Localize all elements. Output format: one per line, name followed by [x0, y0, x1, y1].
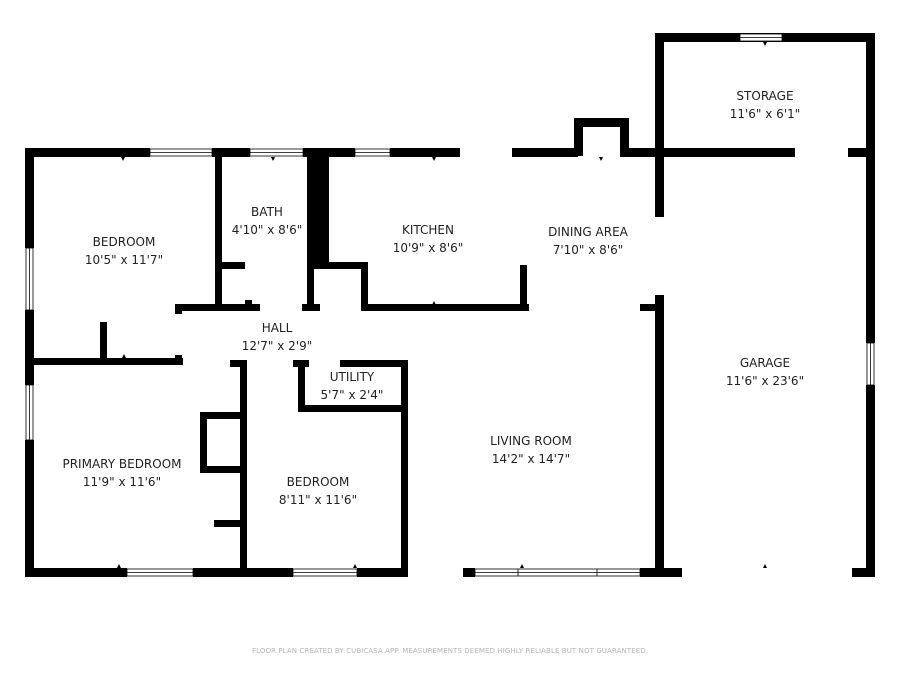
- room-garage: GARAGE 11'6" x 23'6": [726, 354, 804, 390]
- disclaimer-footer: FLOOR PLAN CREATED BY CUBICASA APP. MEAS…: [251, 647, 649, 655]
- room-dimensions: 11'6" x 6'1": [729, 107, 801, 121]
- room-name: KITCHEN: [401, 223, 454, 237]
- walls: [25, 33, 875, 577]
- room-utility: UTILITY 5'7" x 2'4": [321, 368, 384, 404]
- room-dimensions: 8'11" x 11'6": [278, 493, 358, 507]
- room-name: HALL: [261, 321, 293, 335]
- room-dimensions: 7'10" x 8'6": [552, 243, 624, 257]
- windows: [25, 33, 875, 577]
- room-name: DINING AREA: [548, 225, 628, 239]
- dimension-markers: [117, 42, 767, 568]
- room-name: STORAGE: [736, 89, 794, 103]
- room-name: BEDROOM: [286, 475, 350, 489]
- room-primary-bedroom: PRIMARY BEDROOM 11'9" x 11'6": [62, 455, 181, 491]
- room-hall: HALL 12'7" x 2'9": [242, 319, 313, 355]
- room-dimensions: 14'2" x 14'7": [491, 452, 571, 466]
- room-bath: BATH 4'10" x 8'6": [232, 203, 303, 239]
- room-dimensions: 5'7" x 2'4": [320, 388, 384, 402]
- room-dimensions: 12'7" x 2'9": [241, 339, 313, 353]
- room-name: BEDROOM: [92, 235, 156, 249]
- room-dimensions: 4'10" x 8'6": [231, 223, 303, 237]
- room-bedroom-1: BEDROOM 10'5" x 11'7": [85, 233, 163, 269]
- room-name: GARAGE: [739, 356, 791, 370]
- room-bedroom-2: BEDROOM 8'11" x 11'6": [279, 473, 357, 509]
- room-dimensions: 10'5" x 11'7": [84, 253, 164, 267]
- room-name: BATH: [251, 205, 283, 219]
- room-name: PRIMARY BEDROOM: [62, 457, 182, 471]
- room-dimensions: 11'9" x 11'6": [82, 475, 162, 489]
- room-name: UTILITY: [329, 370, 375, 384]
- room-dimensions: 10'9" x 8'6": [392, 241, 464, 255]
- room-storage: STORAGE 11'6" x 6'1": [730, 87, 801, 123]
- room-dimensions: 11'6" x 23'6": [725, 374, 805, 388]
- room-kitchen: KITCHEN 10'9" x 8'6": [393, 221, 464, 257]
- room-living-room: LIVING ROOM 14'2" x 14'7": [490, 432, 572, 468]
- room-dining-area: DINING AREA 7'10" x 8'6": [548, 223, 628, 259]
- room-name: LIVING ROOM: [490, 434, 572, 448]
